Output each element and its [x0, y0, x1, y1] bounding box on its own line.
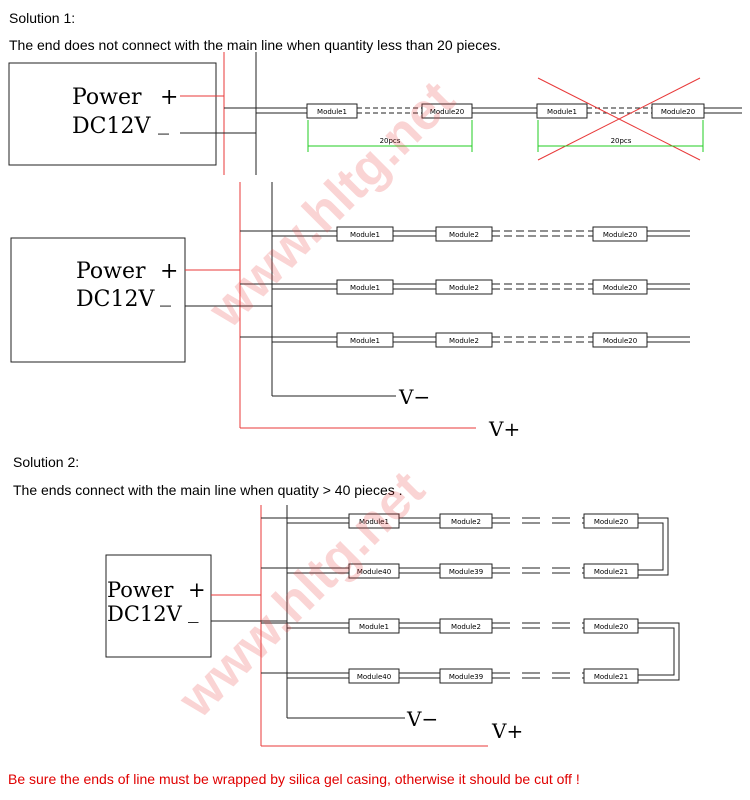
power-label: Power: [107, 578, 174, 602]
solution2-subtitle: The ends connect with the main line when…: [13, 482, 403, 498]
v-minus-label: V−: [398, 385, 430, 409]
v-plus-label: V+: [488, 417, 520, 441]
module-label: Module20: [430, 108, 464, 116]
dc-label: DC12V: [76, 287, 155, 312]
minus-sign: _: [188, 599, 199, 623]
module-label: Module39: [449, 673, 483, 681]
module-label: Module2: [451, 518, 481, 526]
power-label: Power: [72, 85, 142, 110]
module-label: Module1: [359, 518, 389, 526]
power-supply-box: [105, 554, 212, 658]
module-label: Module2: [449, 231, 479, 239]
v-plus-label: V+: [491, 719, 523, 743]
solution2-diagram: Power + DC12V _ V− V+ Module1 Module2 Mo…: [105, 505, 680, 747]
module-label: Module20: [661, 108, 695, 116]
power-supply-box: [8, 62, 217, 166]
dc-label: DC12V: [107, 602, 183, 626]
minus-sign: _: [158, 110, 169, 135]
module-label: Module2: [451, 623, 481, 631]
module-loop: Module1 Module2 Module20 Module40 Module…: [261, 513, 669, 579]
module-loop: Module1 Module2 Module20 Module40 Module…: [261, 618, 680, 684]
module-label: Module2: [449, 284, 479, 292]
module-label: Module1: [350, 284, 380, 292]
power-label: Power: [76, 259, 146, 284]
module-label: Module20: [594, 623, 628, 631]
module-label: Module21: [594, 673, 628, 681]
v-minus-label: V−: [406, 707, 438, 731]
module-label: Module20: [603, 337, 637, 345]
plus-sign: +: [160, 259, 178, 284]
module-label: Module40: [357, 568, 391, 576]
module-row: Module1 Module2 Module20: [240, 332, 690, 348]
module-row: Module1 Module2 Module20: [240, 279, 690, 295]
solution1-subtitle: The end does not connect with the main l…: [9, 37, 501, 53]
module-label: Module1: [350, 337, 380, 345]
solution1-parallel-diagram: Power + DC12V _ V− V+ Module1 Module2 Mo…: [10, 182, 690, 441]
plus-sign: +: [160, 85, 178, 110]
module-label: Module1: [317, 108, 347, 116]
module-row: Module1 Module2 Module20: [240, 226, 690, 242]
module-label: Module40: [357, 673, 391, 681]
dimension-label: 20pcs: [380, 137, 401, 145]
solution1-title: Solution 1:: [9, 10, 76, 26]
dimension-label: 20pcs: [611, 137, 632, 145]
dc-label: DC12V: [72, 114, 151, 139]
plus-sign: +: [188, 578, 206, 602]
solution1-top-diagram: Power + DC12V _ Module1 Module20 Module1…: [8, 52, 742, 175]
module-label: Module21: [594, 568, 628, 576]
module-label: Module20: [594, 518, 628, 526]
module-label: Module39: [449, 568, 483, 576]
module-label: Module2: [449, 337, 479, 345]
power-supply-box: [10, 237, 186, 363]
module-label: Module1: [350, 231, 380, 239]
module-label: Module20: [603, 231, 637, 239]
warning-text: Be sure the ends of line must be wrapped…: [8, 771, 580, 787]
minus-sign: _: [160, 282, 171, 307]
module-label: Module20: [603, 284, 637, 292]
module-label: Module1: [547, 108, 577, 116]
solution2-title: Solution 2:: [13, 454, 80, 470]
module-label: Module1: [359, 623, 389, 631]
